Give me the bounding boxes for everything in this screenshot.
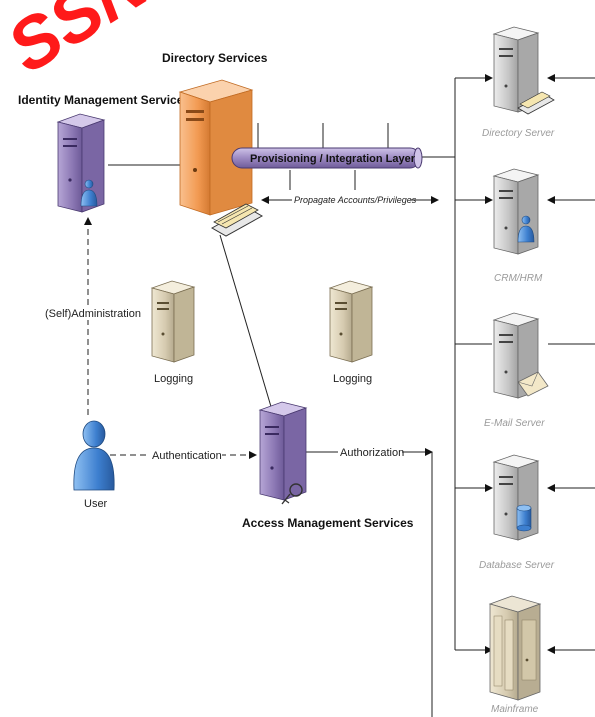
- person-icon: [517, 215, 535, 243]
- user-label: User: [84, 498, 108, 510]
- logging-label-left: Logging: [154, 373, 193, 385]
- logging-server-right: [328, 280, 374, 363]
- crm-hrm-label: CRM/HRM: [494, 273, 543, 284]
- authentication-label: Authentication: [152, 450, 222, 462]
- key-icon: [281, 483, 303, 505]
- access-management-title: Access Management Services: [242, 516, 414, 530]
- folder-icon: [517, 91, 555, 115]
- directory-access-link: [219, 234, 273, 411]
- mainframe-icon: [488, 595, 542, 701]
- directory-server-label: Directory Server: [482, 128, 555, 139]
- database-server: [492, 454, 540, 541]
- provisioning-layer-label: Provisioning / Integration Layer: [250, 153, 416, 165]
- self-admin-label: (Self)Administration: [45, 308, 141, 320]
- mainframe-label: Mainframe: [491, 704, 539, 715]
- logging-server-left: [150, 280, 196, 363]
- email-server-label: E-Mail Server: [484, 418, 545, 429]
- logging-label-right: Logging: [333, 373, 372, 385]
- identity-management-title: Identity Management Services: [18, 93, 190, 107]
- user-icon: [73, 420, 115, 491]
- propagate-label: Propagate Accounts/Privileges: [294, 195, 417, 205]
- directory-services-title: Directory Services: [162, 51, 268, 65]
- database-server-label: Database Server: [479, 560, 555, 571]
- provisioning-layer-bar: [231, 147, 423, 169]
- access-management-server: [258, 401, 308, 501]
- authorization-label: Authorization: [340, 447, 404, 459]
- folder-icon: [210, 203, 264, 237]
- watermark-text: SSN: [0, 0, 164, 89]
- identity-management-server: [56, 113, 106, 213]
- envelope-icon: [517, 371, 549, 397]
- directory-services-server: [178, 79, 254, 216]
- database-icon: [516, 504, 532, 532]
- person-icon: [80, 179, 98, 207]
